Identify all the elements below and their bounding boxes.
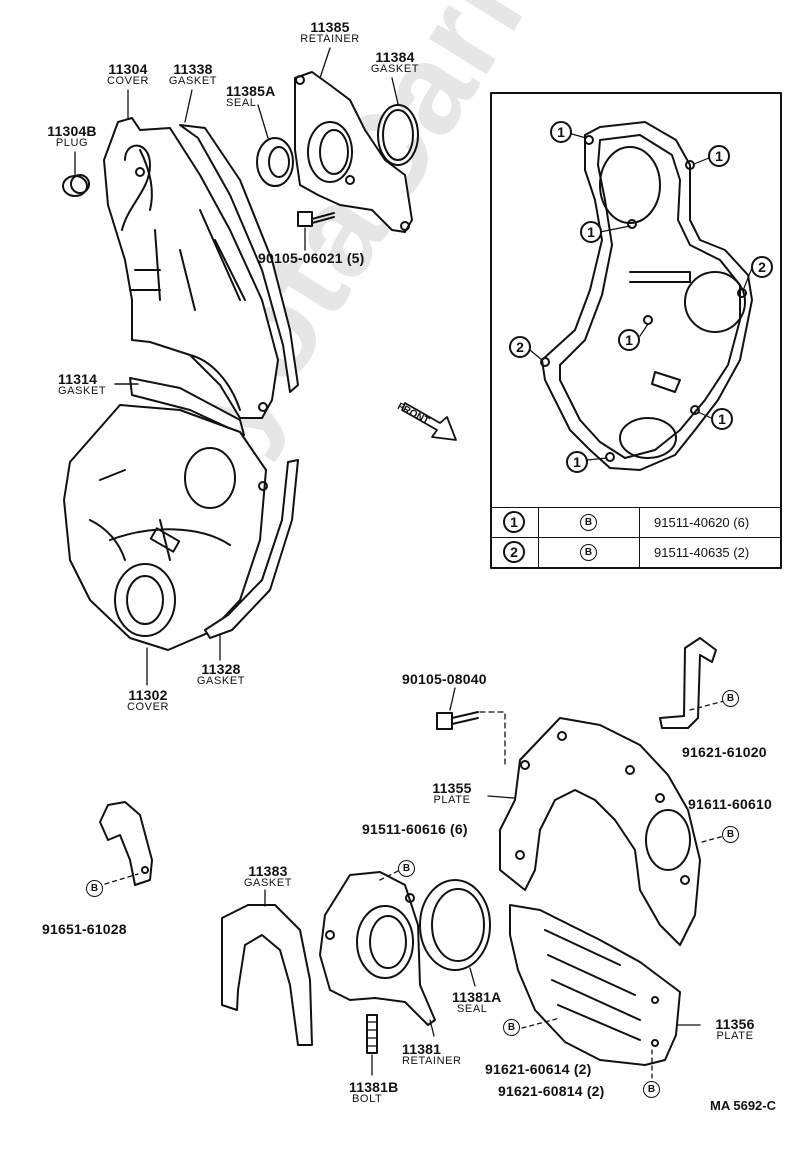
b-symbol: B (722, 826, 739, 843)
part-label-91621-61020: 91621-61020 (682, 744, 767, 760)
table-part-number: 91511-40620 (6) (639, 507, 781, 538)
b-symbol: B (580, 544, 597, 561)
part-label-11355: 11355 PLATE (432, 780, 472, 806)
bolt-table: 1 B 91511-40620 (6) 2 B 91511-40635 (2) (491, 507, 781, 568)
part-label-91511-60616: 91511-60616 (6) (362, 821, 468, 837)
b-symbol: B (643, 1081, 660, 1098)
bracket-91621-61020 (659, 637, 729, 729)
inset-marker: 2 (751, 256, 773, 278)
front-arrow (401, 402, 457, 441)
b-symbol: B (722, 690, 739, 707)
part-label-11381b: 11381B BOLT (349, 1079, 399, 1105)
part-label-11302: 11302 COVER (126, 687, 170, 713)
part-label-11385a: 11385A SEAL (226, 83, 276, 109)
seal-11385a (256, 137, 294, 187)
inset-marker: 1 (566, 451, 588, 473)
part-label-11381: 11381 RETAINER (402, 1041, 462, 1067)
inset-marker: 1 (550, 121, 572, 143)
inset-box (490, 92, 782, 569)
part-label-11314: 11314 GASKET (58, 371, 107, 397)
part-label-11383: 11383 GASKET (243, 863, 293, 889)
bolt-90105-06021 (297, 211, 335, 227)
part-label-91611-60610: 91611-60610 (688, 796, 772, 812)
diagram-code: MA 5692-C (710, 1098, 776, 1113)
table-marker: 1 (503, 511, 525, 533)
bracket-91651-61028 (99, 801, 153, 886)
b-symbol: B (86, 880, 103, 897)
table-row: 2 B 91511-40635 (2) (491, 537, 781, 568)
gasket-11384 (377, 104, 419, 166)
inset-marker: 2 (509, 336, 531, 358)
table-part-number: 91511-40635 (2) (639, 537, 781, 568)
inset-marker: 1 (708, 145, 730, 167)
gasket-11338 (179, 124, 299, 393)
part-label-11328: 11328 GASKET (196, 661, 246, 687)
gasket-11328 (204, 459, 299, 639)
inset-marker: 1 (618, 329, 640, 351)
b-symbol: B (503, 1019, 520, 1036)
inset-cover-outline (540, 121, 753, 471)
part-label-91621-60614: 91621-60614 (2) (485, 1061, 592, 1077)
part-label-90105-06021: 90105-06021 (5) (258, 250, 365, 266)
part-label-11384: 11384 GASKET (370, 49, 420, 75)
retainer-11385 (294, 71, 413, 233)
part-label-91651-61028: 91651-61028 (42, 921, 127, 937)
table-row: 1 B 91511-40620 (6) (491, 507, 781, 538)
seal-11381a (419, 879, 491, 987)
part-label-11356: 11356 PLATE (715, 1016, 755, 1042)
inset-marker: 1 (580, 221, 602, 243)
upper-timing-cover (103, 117, 279, 419)
part-label-11385: 11385 RETAINER (300, 19, 360, 45)
b-symbol: B (580, 514, 597, 531)
retainer-11381 (319, 869, 436, 1037)
part-label-11304: 11304 COVER (106, 61, 150, 87)
inset-marker: 1 (711, 408, 733, 430)
part-label-11304b: 11304B PLUG (47, 123, 97, 149)
bolt-90105-08040 (436, 687, 506, 766)
part-label-11381a: 11381A SEAL (452, 989, 502, 1015)
gasket-11314 (129, 377, 245, 436)
plug-11304b (62, 174, 90, 197)
table-marker: 2 (503, 541, 525, 563)
bolt-11381b (366, 1014, 378, 1076)
b-symbol: B (398, 860, 415, 877)
part-label-91621-60814: 91621-60814 (2) (498, 1083, 605, 1099)
gasket-11383 (221, 889, 313, 1046)
plate-11355 (487, 717, 701, 946)
part-label-11338: 11338 GASKET (168, 61, 218, 87)
part-label-90105-08040: 90105-08040 (402, 671, 487, 687)
plate-11356 (509, 904, 701, 1079)
